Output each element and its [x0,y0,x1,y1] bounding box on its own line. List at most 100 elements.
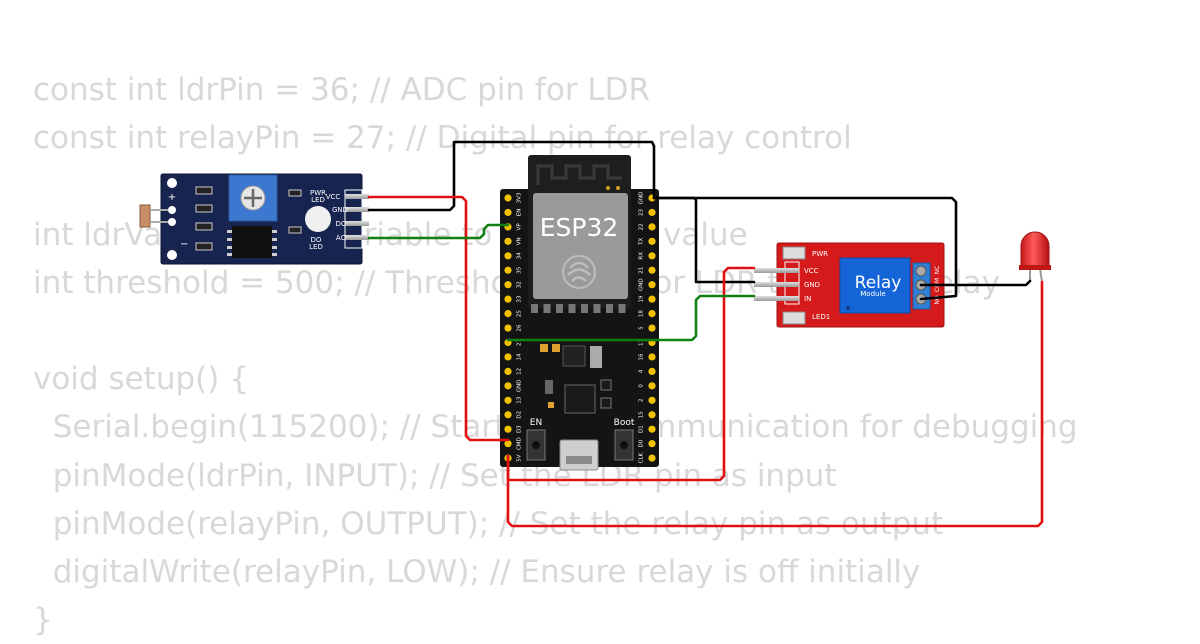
left-pin-label: 32 [517,281,523,288]
esp32-pin-pad[interactable] [648,367,656,375]
right-pin-label: GND [639,278,645,291]
left-pin-label: 26 [517,324,523,331]
board-components [540,344,612,414]
relay-module[interactable]: PWR LED1 VCC GND IN Relay Module NC COM … [754,242,945,328]
right-pin-label: 15 [639,411,645,418]
esp32-label: ESP32 [540,213,619,242]
circuit-diagram: + − PWR LED DO [139,140,1051,528]
ldr-pin-vcc: VCC [326,193,341,201]
code-line: digitalWrite(relayPin, LOW); // Ensure r… [33,553,921,590]
esp32-pin-pad[interactable] [504,367,512,375]
wire-relay-no [919,279,1032,287]
red-led[interactable] [1019,231,1051,283]
right-pin-label: GND [639,192,645,205]
esp32-pin-pad[interactable] [648,353,656,361]
right-pin-label: 19 [639,295,645,302]
esp32-pin-pad[interactable] [504,411,512,419]
usb-port[interactable] [559,439,599,471]
left-pin-label: 25 [517,310,523,317]
left-pin-label: GND [517,380,523,393]
code-line: pinMode(ldrPin, INPUT); // Set the LDR p… [33,457,837,494]
esp32-pin-pad[interactable] [504,237,512,245]
left-pin-label: EN [517,209,523,217]
esp32-pin-pad[interactable] [648,454,656,462]
left-pin-label: VP [517,223,523,231]
esp32-pin-pad[interactable] [648,237,656,245]
relay-power-led [782,246,806,260]
left-pin-label: 34 [517,252,523,259]
antenna-trace [536,164,622,185]
esp32-pin-pad[interactable] [648,208,656,217]
left-pin-label: CMD [517,437,523,450]
right-pin-label: 18 [639,310,645,317]
left-pin-label: 33 [517,295,523,302]
esp32-pin-pad[interactable] [504,266,512,274]
boot-button-label: Boot [614,418,635,428]
esp32-pin-pad[interactable] [648,440,656,448]
esp32-pin-pad[interactable] [504,440,512,448]
esp32-pin-pad[interactable] [648,382,656,390]
left-pin-label: 13 [517,396,523,403]
esp32-pin-pad[interactable] [504,252,512,260]
esp32-pin-pad[interactable] [504,194,512,202]
potentiometer[interactable] [228,174,278,222]
left-pin-label: 27 [517,339,523,346]
esp32-pin-pad[interactable] [648,281,656,289]
ldr-module[interactable]: + − PWR LED DO [139,173,369,265]
code-line: const int relayPin = 27; // Digital pin … [33,120,852,157]
esp32-left-header: 3V3ENVPVN343532332526271412GND13D2D3CMD5… [504,192,523,462]
esp32-pin-pad[interactable] [504,353,512,361]
right-pin-label: 17 [639,339,645,346]
module-pins [531,304,626,313]
esp32-pin-pad[interactable] [504,425,512,433]
esp32-board[interactable]: ESP32 EN Boot 3V3 [500,155,659,471]
esp32-pin-pad[interactable] [648,324,656,332]
right-pin-label: TX [639,238,645,246]
relay-pin-in: IN [804,295,811,303]
left-pin-label: D2 [517,411,523,419]
ldr-pin-do: DO [336,220,347,228]
ldr-header-pins [345,194,369,240]
relay-status-led-label: LED1 [812,313,830,321]
esp32-pin-pad[interactable] [504,295,512,303]
relay-block [839,257,911,314]
ldr-power-led-sublabel: LED [311,196,325,204]
wires [367,140,1044,528]
left-pin-label: 35 [517,266,523,273]
wire-relay-gnd [652,196,756,284]
ldr-pin-gnd: GND [332,206,348,214]
esp32-pin-pad[interactable] [504,310,512,318]
esp32-pin-pad[interactable] [648,310,656,318]
esp32-pin-pad[interactable] [648,295,656,303]
ldr-plus-label: + [168,192,176,203]
right-pin-label: CLK [639,452,645,463]
ldr-pin-ao: AO [336,234,347,242]
right-pin-label: 5 [639,326,645,330]
left-pin-label: 12 [517,368,523,375]
right-pin-label: 2 [639,399,645,403]
esp32-pin-pad[interactable] [504,382,512,390]
relay-pin-gnd: GND [804,281,820,289]
esp32-pin-pad[interactable] [648,396,656,404]
esp32-pin-pad[interactable] [648,425,656,433]
esp32-pin-pad[interactable] [648,266,656,274]
esp32-pin-pad[interactable] [648,252,656,260]
esp32-pin-pad[interactable] [504,324,512,332]
code-line: const int ldrPin = 36; // ADC pin for LD… [33,72,651,108]
right-pin-label: RX [639,252,645,260]
esp32-pin-pad[interactable] [648,411,656,419]
relay-terminal-no: NO [934,295,941,304]
relay-status-led [782,311,806,325]
wire-ldr-vcc [367,195,510,442]
right-pin-label: 16 [639,353,645,360]
ldr-do-led-sublabel: LED [309,243,323,251]
esp32-shield-can [533,193,628,299]
right-pin-label: D1 [639,425,645,433]
relay-header-pins [754,268,799,301]
esp32-pin-pad[interactable] [504,281,512,289]
relay-subtitle: Module [860,290,885,298]
right-pin-label: 4 [639,369,645,373]
esp32-pin-pad[interactable] [648,223,656,231]
esp32-pin-pad[interactable] [504,208,512,217]
esp32-pin-pad[interactable] [504,396,512,404]
